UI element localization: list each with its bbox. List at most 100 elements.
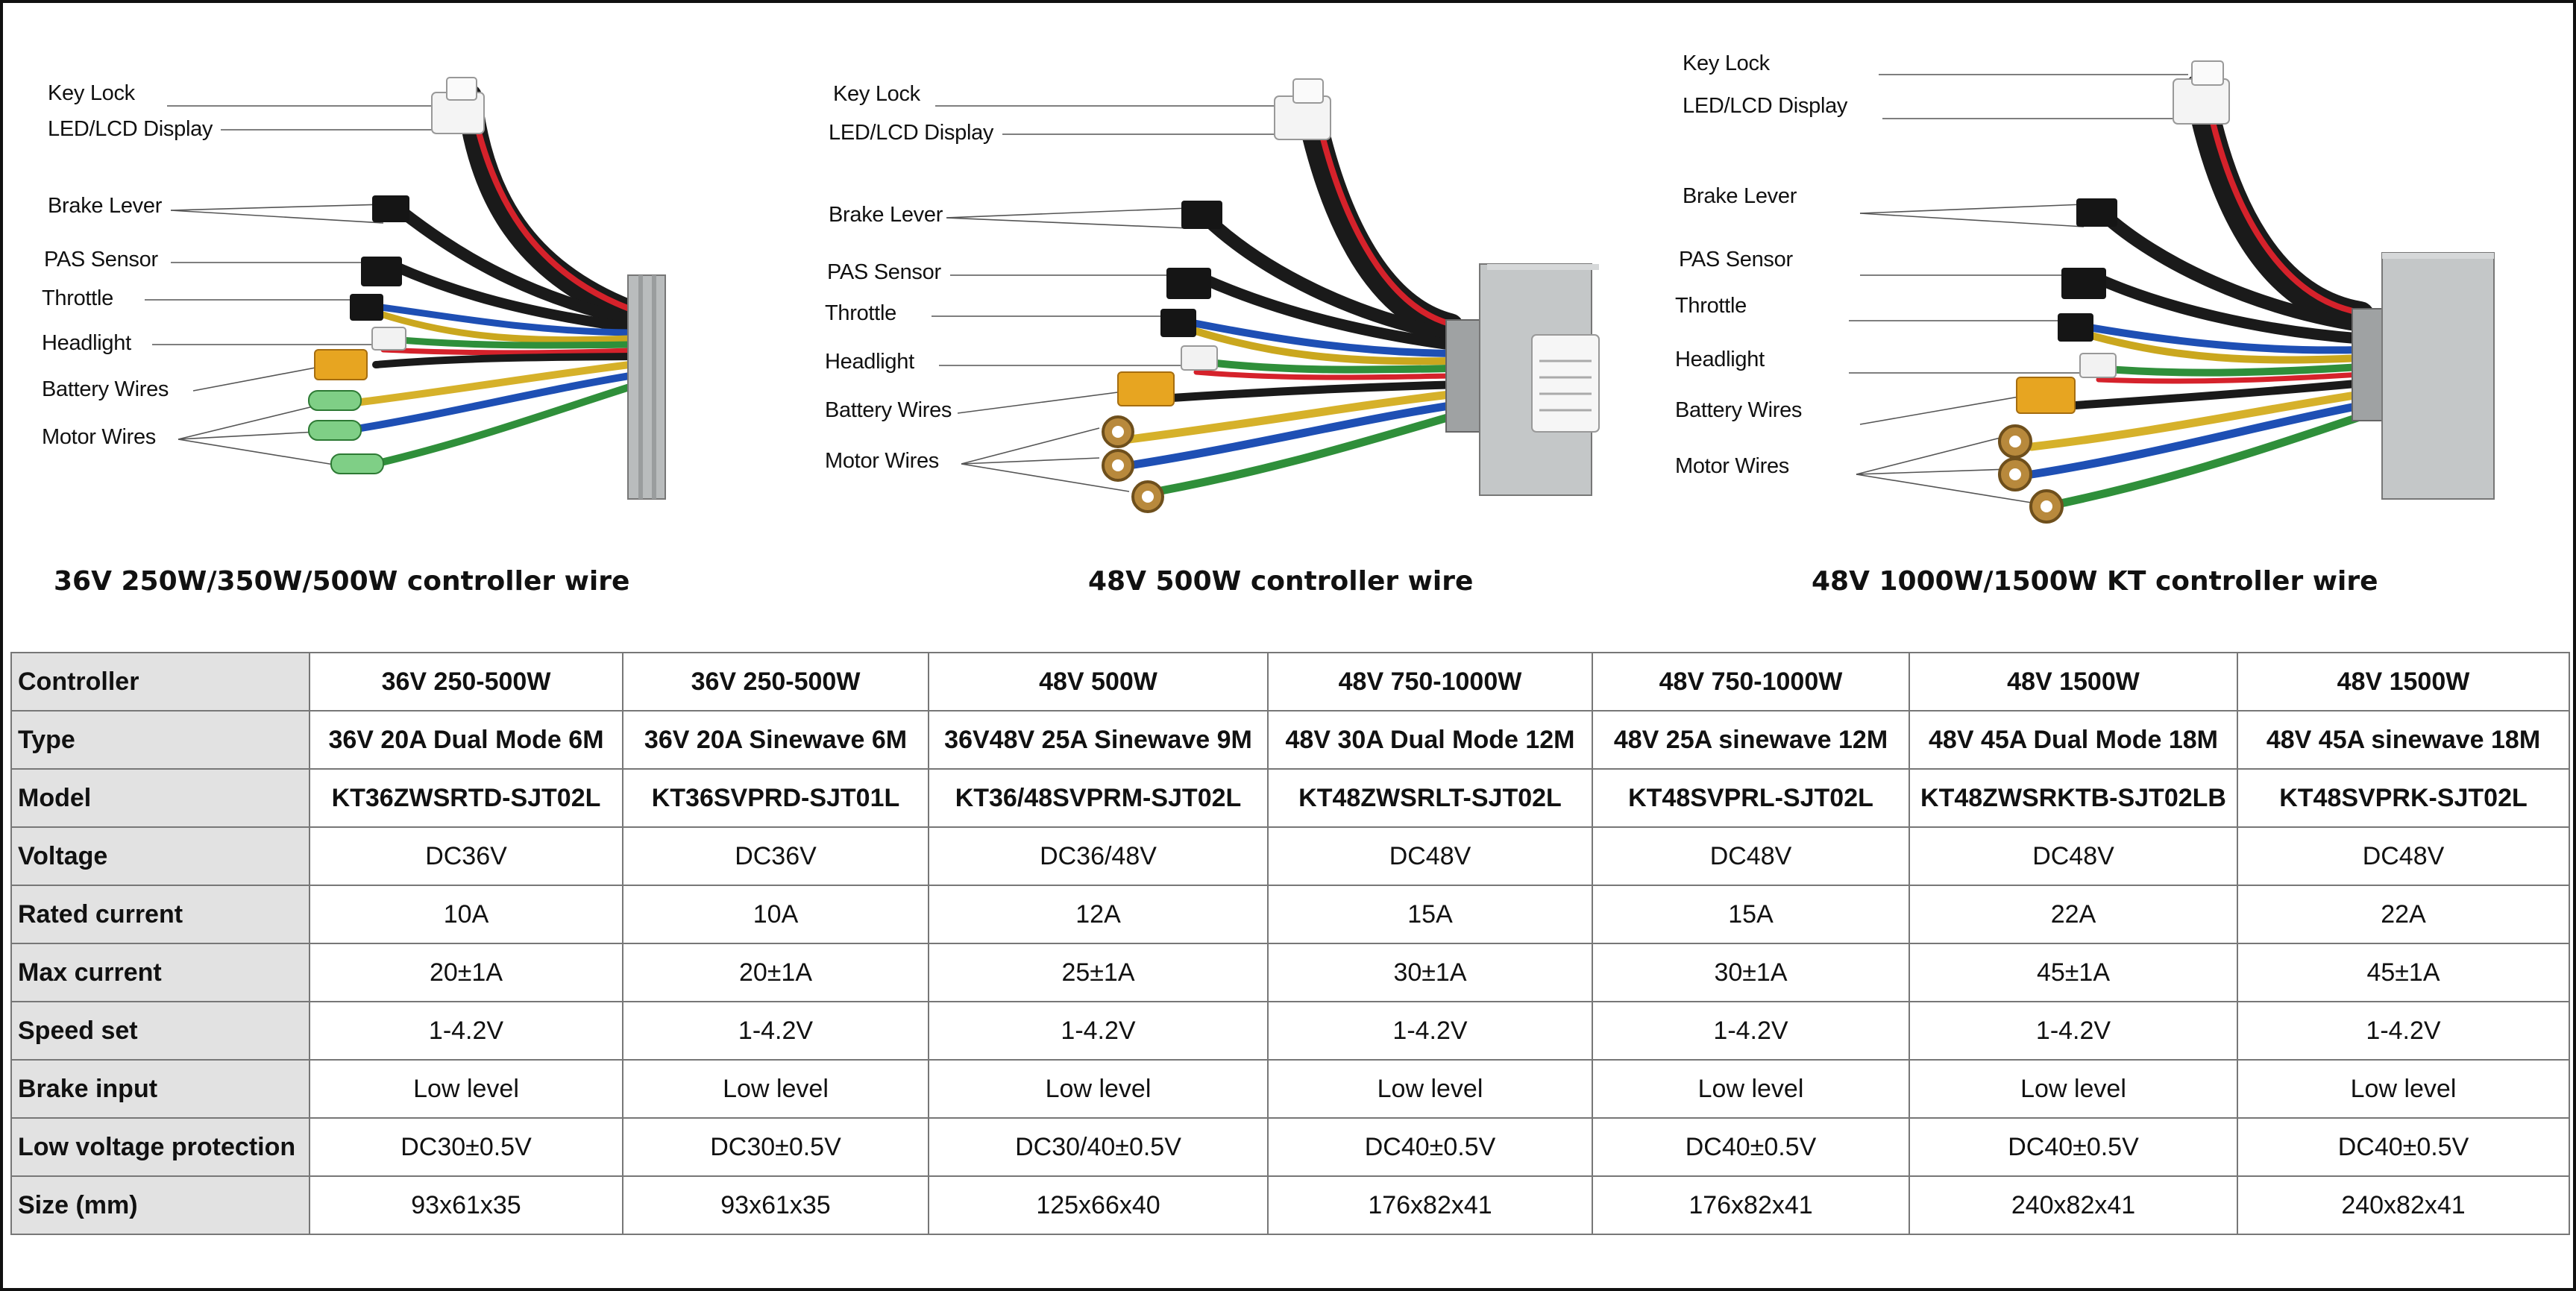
- row-header: Size (mm): [10, 1175, 310, 1235]
- row-header: Speed set: [10, 1001, 310, 1061]
- controller-photo-48v-500w: [932, 78, 1600, 513]
- row-header: Max current: [10, 943, 310, 1002]
- table-cell: 25±1A: [928, 943, 1269, 1002]
- table-cell: KT36ZWSRTD-SJT02L: [309, 768, 623, 828]
- table-cell: Low level: [622, 1059, 929, 1119]
- table-cell: 36V 250-500W: [309, 652, 623, 712]
- table-cell: 20±1A: [309, 943, 623, 1002]
- table-cell: KT48SVPRL-SJT02L: [1592, 768, 1910, 828]
- table-cell: 48V 45A sinewave 18M: [2237, 710, 2570, 770]
- row-header: Voltage: [10, 826, 310, 886]
- table-cell: DC36/48V: [928, 826, 1269, 886]
- table-cell: Low level: [928, 1059, 1269, 1119]
- label-throttle: Throttle: [1675, 294, 1747, 318]
- label-headlight: Headlight: [1675, 348, 1765, 371]
- table-cell: KT48ZWSRKTB-SJT02LB: [1909, 768, 2238, 828]
- table-cell: 1-4.2V: [1267, 1001, 1593, 1061]
- table-cell: 45±1A: [1909, 943, 2238, 1002]
- table-cell: 1-4.2V: [2237, 1001, 2570, 1061]
- table-cell: 48V 500W: [928, 652, 1269, 712]
- table-cell: KT36/48SVPRM-SJT02L: [928, 768, 1269, 828]
- table-cell: KT48ZWSRLT-SJT02L: [1267, 768, 1593, 828]
- table-cell: DC40±0.5V: [1909, 1117, 2238, 1177]
- label-motor-wires: Motor Wires: [1675, 454, 1789, 478]
- label-key-lock: Key Lock: [48, 81, 135, 105]
- label-brake-lever: Brake Lever: [1683, 184, 1797, 208]
- table-cell: 48V 30A Dual Mode 12M: [1267, 710, 1593, 770]
- table-cell: 30±1A: [1592, 943, 1910, 1002]
- row-header: Low voltage protection: [10, 1117, 310, 1177]
- label-brake-lever: Brake Lever: [829, 203, 943, 227]
- table-cell: Low level: [1267, 1059, 1593, 1119]
- table-cell: DC48V: [1592, 826, 1910, 886]
- label-battery-wires: Battery Wires: [1675, 398, 1803, 422]
- table-cell: DC40±0.5V: [1592, 1117, 1910, 1177]
- table-cell: 22A: [2237, 885, 2570, 944]
- table-cell: KT48SVPRK-SJT02L: [2237, 768, 2570, 828]
- table-cell: DC30/40±0.5V: [928, 1117, 1269, 1177]
- table-cell: 48V 1500W: [2237, 652, 2570, 712]
- table-cell: DC48V: [2237, 826, 2570, 886]
- table-cell: 15A: [1592, 885, 1910, 944]
- label-battery-wires: Battery Wires: [42, 377, 169, 401]
- table-cell: 36V 20A Sinewave 6M: [622, 710, 929, 770]
- table-cell: 48V 45A Dual Mode 18M: [1909, 710, 2238, 770]
- label-pas-sensor: PAS Sensor: [827, 260, 941, 284]
- wiring-diagram-48v-1000w: Key Lock LED/LCD Display Brake Lever PAS…: [1666, 18, 2501, 524]
- label-display: LED/LCD Display: [48, 117, 213, 141]
- wiring-diagram-36v: Key Lock LED/LCD Display Brake Lever PAS…: [33, 25, 704, 510]
- table-cell: 240x82x41: [2237, 1175, 2570, 1235]
- table-cell: 20±1A: [622, 943, 929, 1002]
- caption-48v-500w: 48V 500W controller wire: [1088, 566, 1474, 597]
- table-cell: 45±1A: [2237, 943, 2570, 1002]
- table-cell: 1-4.2V: [622, 1001, 929, 1061]
- table-cell: DC40±0.5V: [2237, 1117, 2570, 1177]
- table-cell: 1-4.2V: [309, 1001, 623, 1061]
- label-battery-wires: Battery Wires: [825, 398, 952, 422]
- label-pas-sensor: PAS Sensor: [44, 248, 158, 271]
- table-cell: 15A: [1267, 885, 1593, 944]
- table-cell: 240x82x41: [1909, 1175, 2238, 1235]
- table-cell: 48V 750-1000W: [1267, 652, 1593, 712]
- table-cell: 125x66x40: [928, 1175, 1269, 1235]
- table-cell: DC48V: [1909, 826, 2238, 886]
- caption-48v-1000w: 48V 1000W/1500W KT controller wire: [1812, 566, 2378, 597]
- table-cell: 36V 20A Dual Mode 6M: [309, 710, 623, 770]
- label-throttle: Throttle: [825, 301, 896, 325]
- row-header: Controller: [10, 652, 310, 712]
- label-key-lock: Key Lock: [1683, 51, 1770, 75]
- table-cell: 30±1A: [1267, 943, 1593, 1002]
- table-cell: KT36SVPRD-SJT01L: [622, 768, 929, 828]
- label-headlight: Headlight: [825, 350, 914, 374]
- table-cell: DC48V: [1267, 826, 1593, 886]
- controller-photo-36v: [145, 77, 666, 500]
- table-cell: 36V48V 25A Sinewave 9M: [928, 710, 1269, 770]
- table-cell: DC36V: [622, 826, 929, 886]
- label-headlight: Headlight: [42, 331, 131, 355]
- row-header: Brake input: [10, 1059, 310, 1119]
- table-cell: 10A: [309, 885, 623, 944]
- table-cell: 176x82x41: [1592, 1175, 1910, 1235]
- table-cell: Low level: [1909, 1059, 2238, 1119]
- table-cell: 93x61x35: [622, 1175, 929, 1235]
- table-cell: 1-4.2V: [1909, 1001, 2238, 1061]
- table-cell: Low level: [1592, 1059, 1910, 1119]
- label-display: LED/LCD Display: [829, 121, 994, 145]
- table-cell: 48V 1500W: [1909, 652, 2238, 712]
- row-header: Model: [10, 768, 310, 828]
- row-header: Rated current: [10, 885, 310, 944]
- label-motor-wires: Motor Wires: [42, 425, 156, 449]
- table-cell: 1-4.2V: [928, 1001, 1269, 1061]
- caption-36v: 36V 250W/350W/500W controller wire: [54, 566, 630, 597]
- table-cell: DC30±0.5V: [309, 1117, 623, 1177]
